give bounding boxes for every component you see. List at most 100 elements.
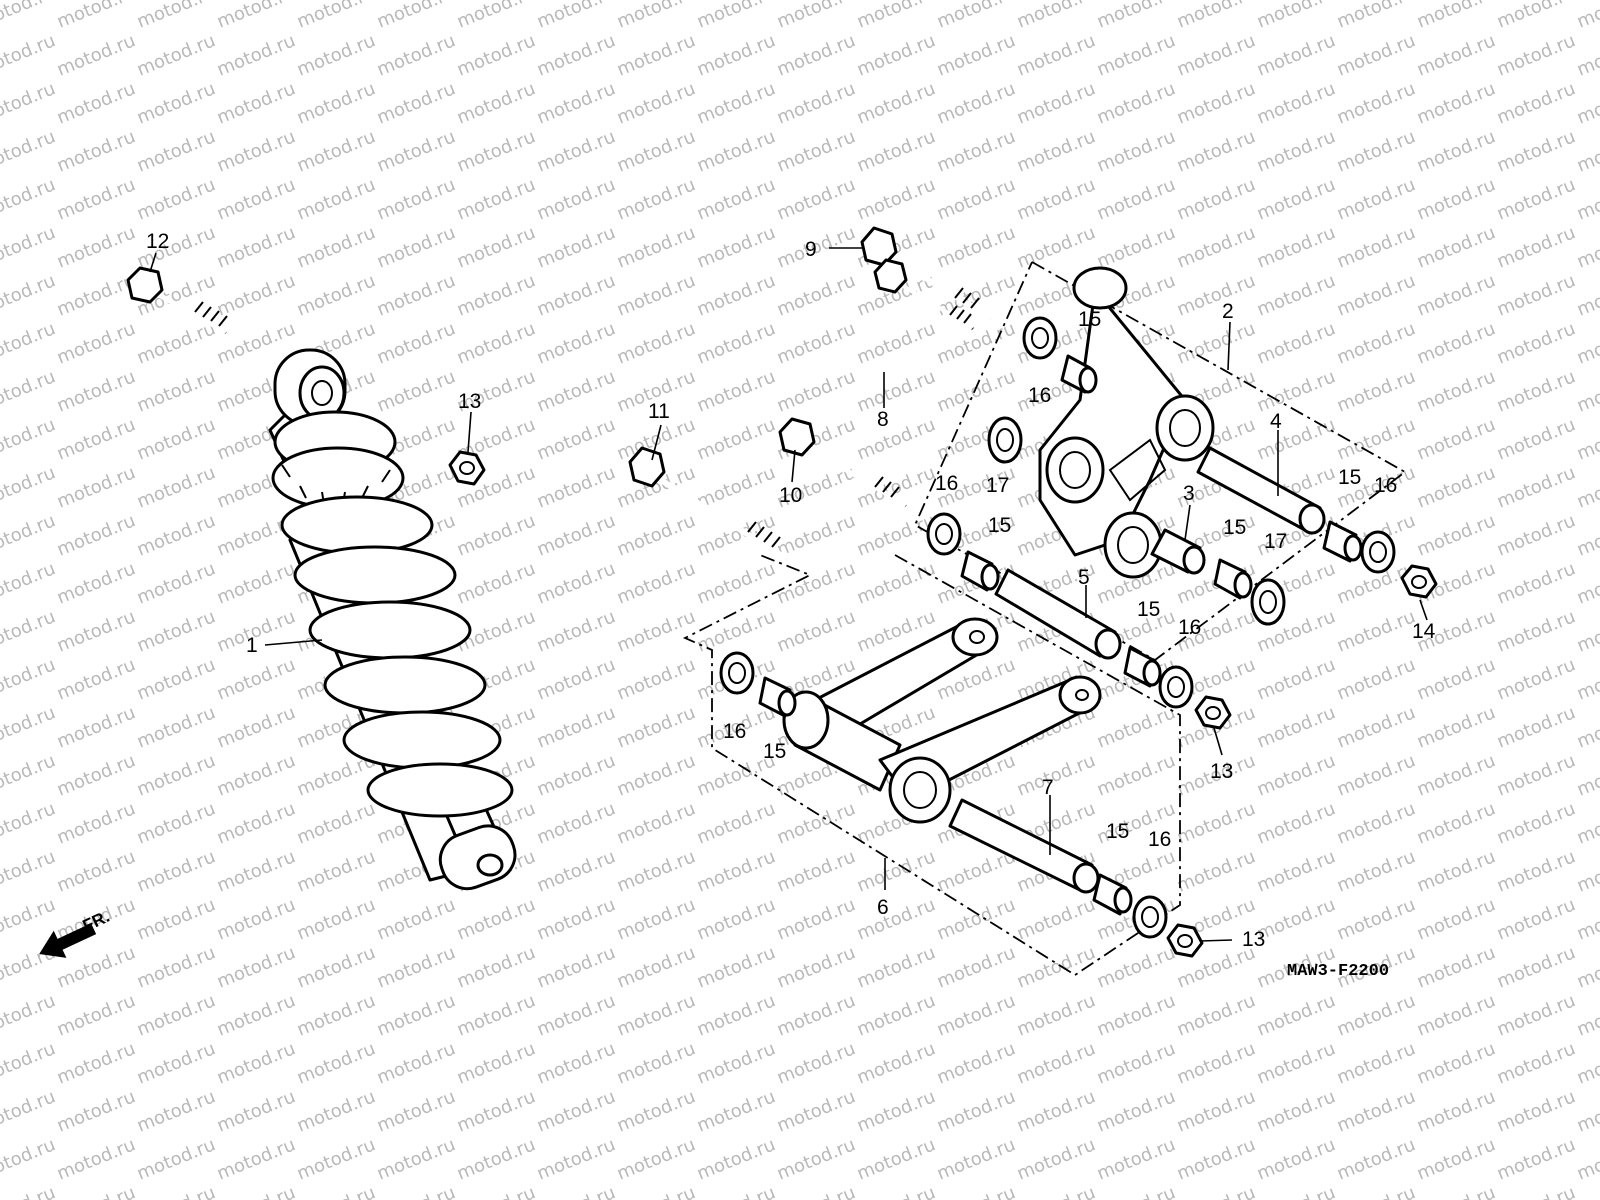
watermark-text: motod.ru (1014, 174, 1098, 224)
watermark-text: motod.ru (54, 1134, 138, 1184)
watermark-text: motod.ru (534, 750, 618, 800)
watermark-text: motod.ru (1574, 606, 1600, 656)
watermark-text: motod.ru (0, 78, 58, 128)
watermark-text: motod.ru (854, 174, 938, 224)
callout-15-c: 15 (988, 514, 1011, 537)
watermark-text: motod.ru (214, 654, 298, 704)
watermark-text: motod.ru (134, 558, 218, 608)
watermark-text: motod.ru (854, 942, 938, 992)
watermark-text: motod.ru (1574, 654, 1600, 704)
watermark-text: motod.ru (1014, 990, 1098, 1040)
watermark-text: motod.ru (854, 846, 938, 896)
callout-13-low: 13 (1242, 928, 1265, 951)
watermark-text: motod.ru (454, 0, 538, 33)
watermark-text: motod.ru (54, 366, 138, 416)
watermark-text: motod.ru (1414, 654, 1498, 704)
watermark-text: motod.ru (54, 654, 138, 704)
watermark-text: motod.ru (1414, 894, 1498, 944)
callout-5: 5 (1078, 566, 1090, 589)
watermark-text: motod.ru (454, 558, 538, 608)
watermark-text: motod.ru (694, 558, 778, 608)
watermark-text: motod.ru (1494, 126, 1578, 176)
watermark-text: motod.ru (54, 798, 138, 848)
watermark-text: motod.ru (1414, 318, 1498, 368)
watermark-text: motod.ru (1174, 126, 1258, 176)
watermark-text: motod.ru (374, 894, 458, 944)
watermark-text: motod.ru (534, 510, 618, 560)
watermark-text: motod.ru (1334, 1182, 1418, 1200)
watermark-text: motod.ru (534, 558, 618, 608)
watermark-text: motod.ru (1014, 30, 1098, 80)
watermark-text: motod.ru (534, 1086, 618, 1136)
bolt-9 (860, 226, 992, 320)
watermark-text: motod.ru (1254, 30, 1338, 80)
watermark-text: motod.ru (1254, 414, 1338, 464)
callout-10: 10 (779, 484, 802, 507)
watermark-text: motod.ru (614, 510, 698, 560)
watermark-text: motod.ru (614, 846, 698, 896)
watermark-text: motod.ru (1494, 1086, 1578, 1136)
watermark-text: motod.ru (854, 462, 938, 512)
watermark-text: motod.ru (454, 894, 538, 944)
watermark-text: motod.ru (1414, 942, 1498, 992)
watermark-text: motod.ru (134, 0, 218, 33)
watermark-text: motod.ru (1174, 1086, 1258, 1136)
watermark-text: motod.ru (374, 222, 458, 272)
bolt-11 (628, 446, 787, 560)
leader-lines (149, 247, 1428, 942)
watermark-text: motod.ru (454, 270, 538, 320)
watermark-text: motod.ru (1094, 1182, 1178, 1200)
watermark-text: motod.ru (1094, 990, 1178, 1040)
watermark-text: motod.ru (614, 942, 698, 992)
watermark-text: motod.ru (614, 0, 698, 33)
callout-17-b: 17 (1264, 530, 1287, 553)
watermark-text: motod.ru (1014, 126, 1098, 176)
watermark-text: motod.ru (1334, 750, 1418, 800)
watermark-text: motod.ru (294, 126, 378, 176)
callout-4: 4 (1270, 410, 1282, 433)
watermark-text: motod.ru (454, 174, 538, 224)
watermark-text: motod.ru (0, 750, 58, 800)
watermark-text: motod.ru (694, 510, 778, 560)
watermark-text: motod.ru (774, 510, 858, 560)
watermark-text: motod.ru (1574, 1038, 1600, 1088)
watermark-text: motod.ru (214, 942, 298, 992)
watermark-text: motod.ru (1574, 1182, 1600, 1200)
watermark-text: motod.ru (0, 1086, 58, 1136)
seal-17-a (987, 416, 1023, 464)
watermark-text: motod.ru (374, 78, 458, 128)
watermark-text: motod.ru (1014, 894, 1098, 944)
watermark-text: motod.ru (294, 0, 378, 33)
watermark-text: motod.ru (1414, 366, 1498, 416)
watermark-text: motod.ru (0, 1038, 58, 1088)
watermark-text: motod.ru (1494, 894, 1578, 944)
watermark-text: motod.ru (1494, 1038, 1578, 1088)
connecting-rod (782, 617, 1102, 824)
watermark-text: motod.ru (1494, 414, 1578, 464)
watermark-text: motod.ru (934, 1182, 1018, 1200)
watermark-text: motod.ru (614, 78, 698, 128)
callout-15-e: 15 (1137, 598, 1160, 621)
watermark-text: motod.ru (774, 942, 858, 992)
watermark-text: motod.ru (1174, 222, 1258, 272)
watermark-text: motod.ru (934, 0, 1018, 33)
watermark-text: motod.ru (54, 462, 138, 512)
watermark-text: motod.ru (214, 1086, 298, 1136)
watermark-text: motod.ru (54, 558, 138, 608)
watermark-text: motod.ru (854, 318, 938, 368)
watermark-text: motod.ru (374, 942, 458, 992)
watermark-text: motod.ru (1574, 990, 1600, 1040)
watermark-text: motod.ru (214, 558, 298, 608)
watermark-text: motod.ru (854, 1182, 938, 1200)
watermark-text: motod.ru (854, 1038, 938, 1088)
watermark-text: motod.ru (134, 654, 218, 704)
watermark-text: motod.ru (294, 942, 378, 992)
watermark-text: motod.ru (374, 990, 458, 1040)
seal-16-e (719, 651, 755, 695)
watermark-text: motod.ru (0, 174, 58, 224)
watermark-text: motod.ru (534, 990, 618, 1040)
watermark-text: motod.ru (374, 318, 458, 368)
watermark-text: motod.ru (294, 1086, 378, 1136)
watermark-text: motod.ru (1494, 750, 1578, 800)
watermark-text: motod.ru (534, 702, 618, 752)
